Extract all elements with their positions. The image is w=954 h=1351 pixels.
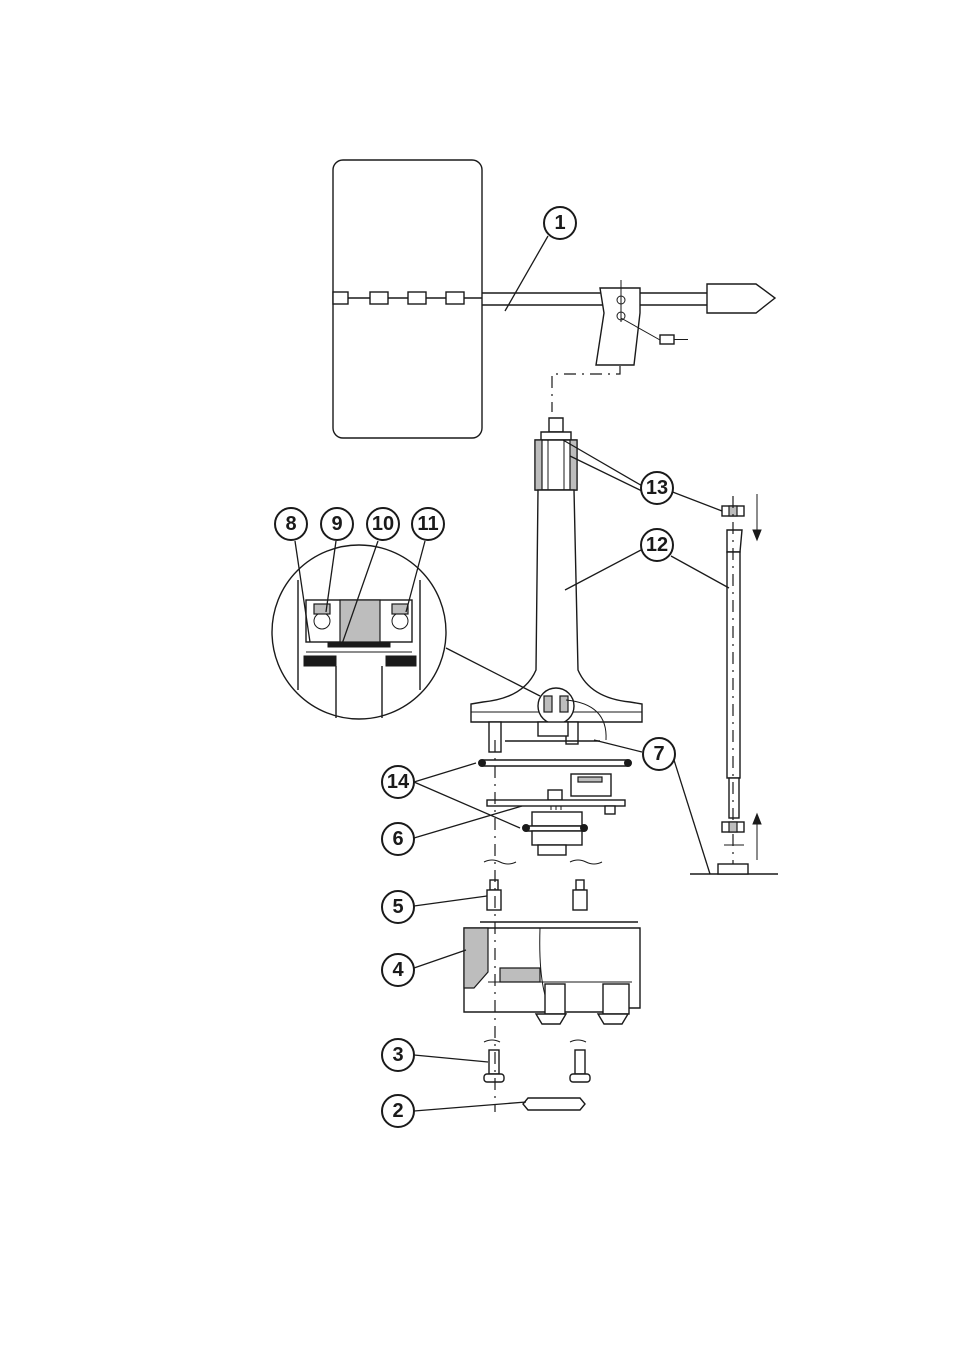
nut xyxy=(523,1098,585,1110)
set-screw xyxy=(660,335,674,344)
callout-2: 2 xyxy=(382,1095,414,1127)
callout-label: 2 xyxy=(392,1100,403,1122)
callout-label: 3 xyxy=(392,1044,403,1066)
callout-6: 6 xyxy=(382,823,414,855)
vane-clip xyxy=(370,292,388,304)
vane-clip xyxy=(408,292,426,304)
callout-9: 9 xyxy=(321,508,353,540)
callout-11: 11 xyxy=(412,508,444,540)
shaft xyxy=(690,494,778,874)
callout-label: 11 xyxy=(417,513,438,535)
vane-hub xyxy=(596,288,640,365)
callout-13: 13 xyxy=(641,472,673,504)
screws xyxy=(484,1040,590,1082)
vane-clip xyxy=(446,292,464,304)
callout-label: 6 xyxy=(392,828,403,850)
callout-label: 14 xyxy=(387,771,410,793)
callout-label: 10 xyxy=(372,513,394,535)
callout-12: 12 xyxy=(641,529,673,561)
mast-body xyxy=(471,418,642,752)
callout-label: 7 xyxy=(653,743,664,765)
callout-label: 13 xyxy=(646,477,668,499)
callout-5: 5 xyxy=(382,891,414,923)
callout-label: 8 xyxy=(285,513,296,535)
callout-label: 5 xyxy=(392,896,403,918)
standoffs xyxy=(487,880,587,910)
callout-14: 14 xyxy=(382,766,414,798)
callout-4: 4 xyxy=(382,954,414,986)
bearing-detail xyxy=(272,545,540,719)
callout-10: 10 xyxy=(367,508,399,540)
vane-clip xyxy=(333,292,348,304)
wind-vane xyxy=(333,160,775,438)
callout-1: 1 xyxy=(544,207,576,239)
callout-label: 9 xyxy=(331,513,342,535)
callout-7: 7 xyxy=(643,738,675,770)
callout-8: 8 xyxy=(275,508,307,540)
callout-label: 1 xyxy=(554,212,565,234)
housing xyxy=(464,922,640,1024)
callout-label: 4 xyxy=(392,959,404,981)
counterweight xyxy=(707,284,775,313)
callout-3: 3 xyxy=(382,1039,414,1071)
callout-label: 12 xyxy=(646,534,668,556)
